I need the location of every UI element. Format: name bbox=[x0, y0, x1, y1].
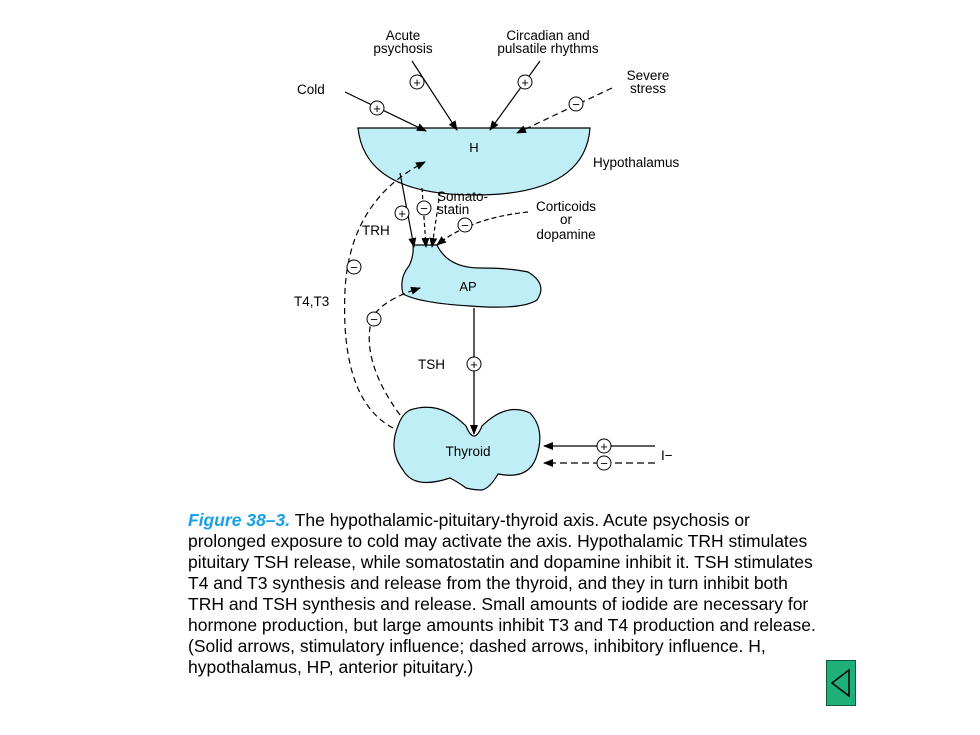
thyroid-shape bbox=[393, 406, 541, 491]
svg-text:+: + bbox=[413, 75, 421, 90]
sign-corticoids-minus: − bbox=[457, 217, 473, 233]
sign-tsh-plus: + bbox=[466, 356, 482, 372]
label-t4t3: T4,T3 bbox=[294, 294, 329, 309]
back-button[interactable] bbox=[826, 660, 856, 706]
label-somato: Somato- bbox=[437, 189, 488, 204]
svg-text:−: − bbox=[461, 218, 469, 233]
sign-feedback-hyp-minus: − bbox=[346, 259, 362, 275]
hypothalamus-shape bbox=[357, 127, 591, 196]
label-psychosis: psychosis bbox=[373, 41, 433, 56]
label-pulsatile: pulsatile rhythms bbox=[497, 41, 599, 56]
acute-psychosis-arrow bbox=[411, 60, 458, 131]
label-acute: Acute bbox=[386, 28, 421, 43]
label-cold: Cold bbox=[297, 82, 325, 97]
svg-text:−: − bbox=[350, 260, 358, 275]
label-or: or bbox=[560, 212, 573, 227]
label-statin: statin bbox=[437, 202, 469, 217]
label-ap: AP bbox=[459, 279, 476, 294]
label-hypothalamus: Hypothalamus bbox=[593, 155, 680, 170]
triangle-left-icon bbox=[830, 668, 850, 698]
sign-iodide-plus: + bbox=[596, 438, 612, 454]
figure-number: Figure 38–3. bbox=[188, 510, 291, 530]
label-trh: TRH bbox=[362, 223, 390, 238]
label-iodide: I− bbox=[661, 448, 673, 463]
t4t3-feedback-ap-arrow bbox=[368, 286, 421, 416]
anterior-pituitary-shape bbox=[401, 244, 542, 308]
t4t3-feedback-hyp-arrow bbox=[343, 161, 426, 429]
circadian-arrow bbox=[489, 60, 541, 131]
label-dopamine: dopamine bbox=[536, 227, 595, 242]
sign-somatostatin-minus: − bbox=[416, 200, 432, 216]
hyp-to-ap-arrow bbox=[429, 191, 441, 248]
label-circadian: Circadian and bbox=[506, 28, 589, 43]
sign-feedback-ap-minus: − bbox=[366, 311, 382, 327]
svg-text:+: + bbox=[373, 101, 381, 116]
sign-iodide-minus: − bbox=[596, 455, 612, 471]
hpt-axis-diagram: + + + − + − − − − + + − Acute psychosis … bbox=[294, 28, 680, 491]
sign-circadian-plus: + bbox=[517, 74, 533, 90]
label-h: H bbox=[469, 140, 478, 155]
cold-arrow bbox=[344, 91, 427, 132]
svg-text:−: − bbox=[572, 97, 580, 112]
figure-caption: Figure 38–3. The hypothalamic-pituitary-… bbox=[188, 510, 828, 678]
svg-text:−: − bbox=[420, 201, 428, 216]
corticoids-arrow bbox=[436, 211, 529, 246]
svg-text:+: + bbox=[398, 206, 406, 221]
label-corticoids: Corticoids bbox=[536, 199, 596, 214]
svg-text:+: + bbox=[470, 357, 478, 372]
label-thyroid: Thyroid bbox=[445, 444, 490, 459]
sign-acute-plus: + bbox=[409, 74, 425, 90]
svg-text:+: + bbox=[521, 75, 529, 90]
label-tsh: TSH bbox=[418, 357, 445, 372]
sign-cold-plus: + bbox=[369, 100, 385, 116]
svg-text:−: − bbox=[600, 456, 608, 471]
sign-stress-minus: − bbox=[568, 96, 584, 112]
svg-text:+: + bbox=[600, 439, 608, 454]
somatostatin-arrow bbox=[421, 187, 430, 248]
svg-text:−: − bbox=[370, 312, 378, 327]
label-stress: stress bbox=[630, 81, 666, 96]
severe-stress-arrow bbox=[516, 87, 613, 134]
sign-trh-plus: + bbox=[394, 205, 410, 221]
label-severe: Severe bbox=[627, 68, 670, 83]
caption-text: The hypothalamic-pituitary-thyroid axis.… bbox=[188, 510, 816, 677]
